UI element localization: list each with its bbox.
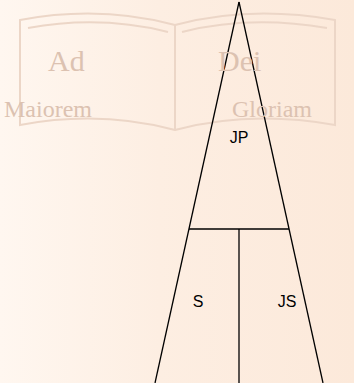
region-label: JP [230, 129, 249, 147]
right-region: JS [252, 284, 322, 320]
watermark-text: Ad [48, 44, 85, 78]
watermark-text: Dei [218, 44, 261, 78]
watermark-text: Maiorem [4, 96, 92, 123]
triangle-outline [155, 2, 323, 383]
region-label: JS [278, 293, 297, 311]
region-label: S [193, 293, 204, 311]
left-region: S [168, 284, 228, 320]
watermark-text: Gloriam [232, 96, 312, 123]
top-region: JP [205, 118, 273, 158]
